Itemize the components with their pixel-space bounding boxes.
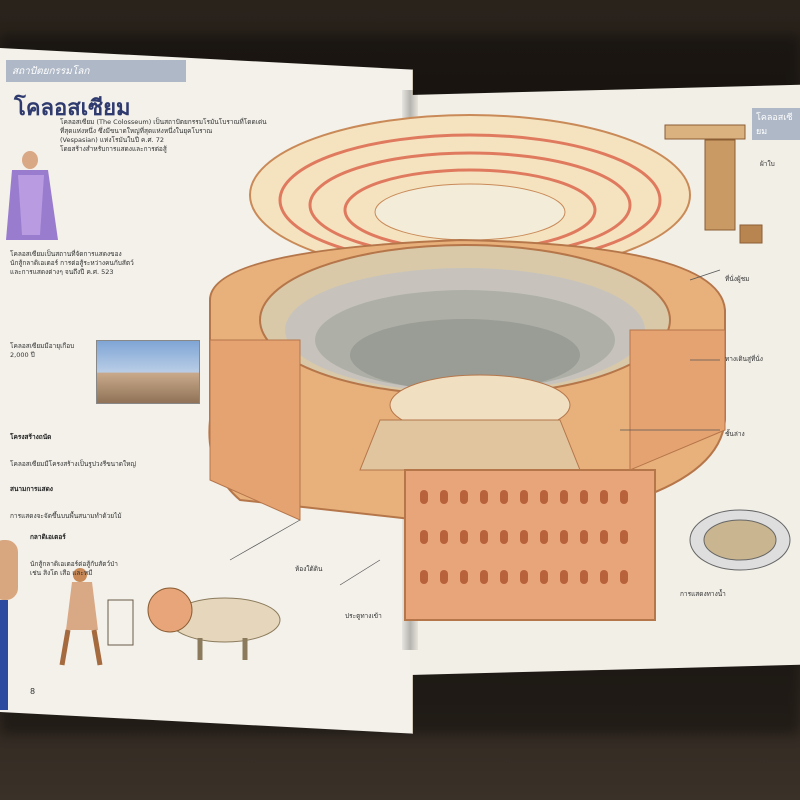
seating-label: ที่นั่งผู้ชม	[725, 275, 750, 283]
awning-label: ผ้าใบ	[760, 160, 775, 168]
structure-text: โคลอสเซียมมีโครงสร้างเป็นรูปวงรีขนาดใหญ่	[10, 460, 136, 468]
front-wall	[209, 329, 726, 621]
right-section-label: โคลอสเซียม	[752, 108, 800, 140]
page-number: 8	[30, 687, 36, 696]
crane-detail-icon	[664, 124, 763, 244]
gladiator-title: กลาดิเอเตอร์	[30, 533, 66, 541]
entrance-label: ประตูทางเข้า	[345, 612, 382, 620]
photo-caption: โคลอสเซียมมีอายุเกือบ 2,000 ปี	[10, 342, 75, 359]
hand	[0, 540, 18, 600]
intro-text: โคลอสเซียม (The Colosseum) เป็นสถาปัตยกร…	[60, 118, 267, 153]
floor-label: ชั้นล่าง	[725, 430, 745, 438]
gladiator-figure-icon	[59, 568, 134, 666]
lion-icon	[147, 587, 281, 660]
arena-text: การแสดงจะจัดขึ้นบนพื้นสนามทำด้วยไม้	[10, 512, 122, 520]
stairs-label: ทางเดินสู่ที่นั่ง	[725, 355, 763, 363]
section-label: สถาปัตยกรรมโลก	[6, 60, 186, 82]
structure-title: โครงสร้างถนัด	[10, 433, 52, 441]
seating-tiers	[285, 268, 645, 392]
awning	[249, 114, 691, 276]
underground-label: ห้องใต้ดิน	[295, 565, 323, 573]
page-title: โคลอสเซียม	[14, 95, 131, 121]
arches	[420, 490, 628, 584]
book-cover-edge	[0, 600, 8, 710]
arena-floor	[359, 374, 581, 471]
colosseum-photo	[96, 340, 200, 404]
body-text: โคลอสเซียมเป็นสถานที่จัดการแสดงของ นักสู…	[10, 250, 134, 276]
pointer-lines	[229, 269, 721, 586]
show-label: การแสดงทางน้ำ	[680, 590, 726, 598]
colosseum-inset-icon	[689, 509, 791, 571]
arena-title: สนามการแสดง	[10, 485, 53, 493]
emperor-figure-icon	[6, 151, 58, 240]
gladiator-text: นักสู้กลาดิเอเตอร์ต่อสู้กับสัตว์ป่า เช่น…	[30, 560, 118, 577]
